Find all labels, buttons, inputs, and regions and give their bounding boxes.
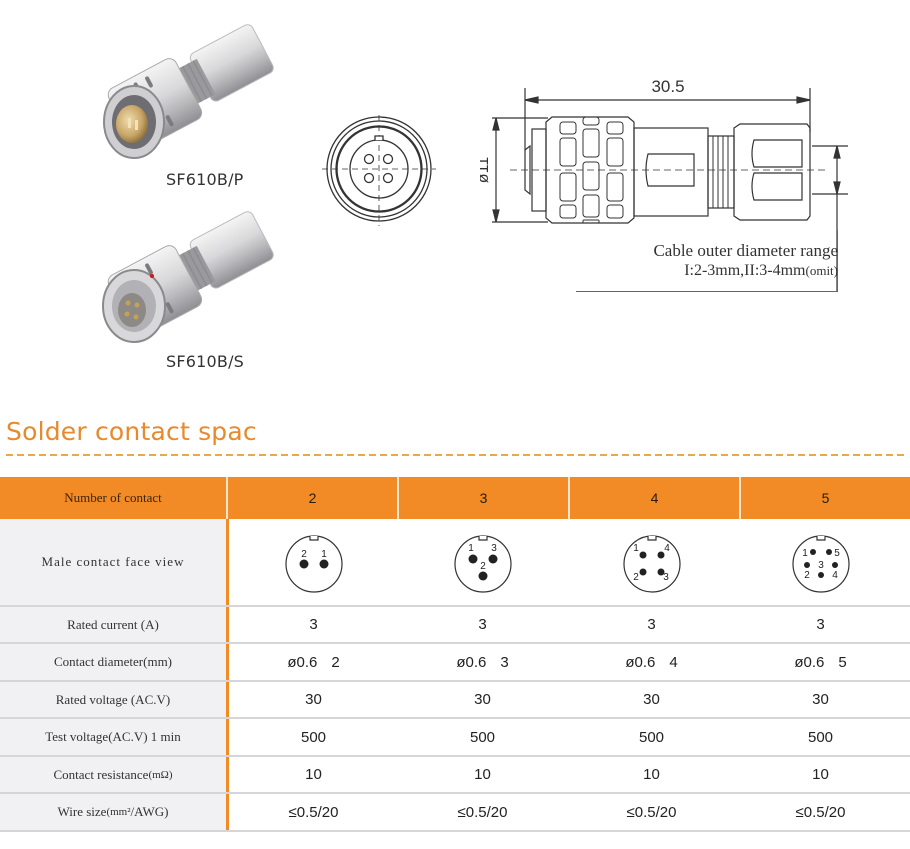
svg-text:1: 1 bbox=[321, 549, 327, 560]
contact-layout-3-icon: 1 3 2 bbox=[453, 535, 512, 593]
cable-note-line1: Cable outer diameter range bbox=[653, 241, 838, 260]
section-title: Solder contact spac bbox=[6, 417, 257, 446]
table-row-wire-size: Wire size(mm²/AWG) ≤0.5/20 ≤0.5/20 ≤0.5/… bbox=[0, 794, 910, 832]
product-photo-socket bbox=[84, 206, 294, 346]
cable-note-leader bbox=[576, 230, 838, 292]
length-dimension: 30.5 bbox=[651, 77, 684, 96]
svg-text:2: 2 bbox=[480, 561, 486, 572]
table-cell: 3 bbox=[816, 616, 825, 633]
svg-text:2: 2 bbox=[633, 572, 639, 583]
svg-text:1: 1 bbox=[633, 543, 639, 554]
table-cell: 500 bbox=[638, 728, 665, 746]
table-row-rated-current: Rated current (A) 3 3 3 3 bbox=[0, 607, 910, 644]
table-cell: 500 bbox=[300, 728, 327, 746]
spec-table: Number of contact 2 3 4 5 Male contact f… bbox=[0, 477, 910, 832]
row-label: Contact diameter(mm) bbox=[0, 644, 226, 680]
svg-text:3: 3 bbox=[491, 543, 497, 554]
table-cell: 500 bbox=[807, 728, 834, 746]
table-row-contact-resistance: Contact resistance(mΩ) 10 10 10 10 bbox=[0, 757, 910, 794]
table-cell: ≤0.5/20 bbox=[626, 803, 677, 821]
face-diagram-4pin: 1 4 2 3 bbox=[567, 519, 736, 605]
table-cell: 10 bbox=[643, 766, 660, 783]
svg-text:2: 2 bbox=[804, 570, 810, 581]
cable-diameter-note: Cable outer diameter range I:2-3mm,II:3-… bbox=[590, 241, 838, 281]
table-cell: 10 bbox=[305, 766, 322, 783]
table-cell: ≤0.5/20 bbox=[288, 803, 339, 821]
svg-text:4: 4 bbox=[832, 570, 838, 581]
table-cell: 3 bbox=[309, 616, 318, 633]
column-divider bbox=[226, 607, 229, 642]
table-cell: 30 bbox=[474, 691, 491, 708]
header-contact-4: 4 bbox=[570, 477, 739, 519]
column-divider bbox=[226, 519, 229, 605]
table-cell: 3 bbox=[647, 616, 656, 633]
table-cell: 30 bbox=[643, 691, 660, 708]
diameter-dimension: ø11 bbox=[480, 157, 492, 183]
table-cell: ≤0.5/20 bbox=[457, 803, 508, 821]
table-row-face-view: Male contact face view 2 1 1 3 2 bbox=[0, 519, 910, 607]
column-divider bbox=[226, 757, 229, 792]
column-divider bbox=[226, 644, 229, 680]
header-gap bbox=[226, 477, 228, 519]
svg-text:3: 3 bbox=[818, 560, 824, 571]
table-row-test-voltage: Test voltage(AC.V) 1 min 500 500 500 500 bbox=[0, 719, 910, 757]
table-cell: 500 bbox=[469, 728, 496, 746]
header-contact-3: 3 bbox=[399, 477, 568, 519]
header-gap bbox=[568, 477, 570, 519]
table-cell: ≤0.5/20 bbox=[795, 803, 846, 821]
svg-text:3: 3 bbox=[663, 572, 669, 583]
column-divider bbox=[226, 682, 229, 717]
svg-text:1: 1 bbox=[468, 543, 474, 554]
table-cell: 30 bbox=[305, 691, 322, 708]
face-diagram-5pin: 1 5 3 2 4 bbox=[736, 519, 905, 605]
table-cell: 3 bbox=[478, 616, 487, 633]
front-face-drawing bbox=[318, 112, 442, 241]
table-cell: 10 bbox=[474, 766, 491, 783]
row-label: Male contact face view bbox=[0, 519, 226, 605]
svg-text:4: 4 bbox=[664, 543, 670, 554]
header-gap bbox=[397, 477, 399, 519]
face-diagram-2pin: 2 1 bbox=[229, 519, 398, 605]
contact-layout-2-icon: 2 1 bbox=[284, 535, 343, 593]
table-row-rated-voltage: Rated voltage (AC.V) 30 30 30 30 bbox=[0, 682, 910, 719]
dashed-divider bbox=[6, 454, 906, 456]
row-label: Wire size(mm²/AWG) bbox=[0, 794, 226, 830]
column-divider bbox=[226, 794, 229, 830]
header-label: Number of contact bbox=[0, 477, 226, 519]
row-label: Test voltage(AC.V) 1 min bbox=[0, 719, 226, 755]
product-label-socket: SF610B/S bbox=[166, 352, 245, 371]
header-gap bbox=[739, 477, 741, 519]
product-photo-plug bbox=[84, 14, 294, 164]
table-header-row: Number of contact 2 3 4 5 bbox=[0, 477, 910, 519]
column-divider bbox=[226, 719, 229, 755]
face-diagram-3pin: 1 3 2 bbox=[398, 519, 567, 605]
svg-text:2: 2 bbox=[301, 549, 307, 560]
contact-layout-5-icon: 1 5 3 2 4 bbox=[791, 535, 850, 593]
table-cell: 30 bbox=[812, 691, 829, 708]
contact-layout-4-icon: 1 4 2 3 bbox=[622, 535, 681, 593]
row-label: Rated voltage (AC.V) bbox=[0, 682, 226, 717]
cable-note-line2: I:2-3mm,II:3-4mm(omit) bbox=[684, 262, 838, 279]
header-contact-2: 2 bbox=[228, 477, 397, 519]
table-cell: 10 bbox=[812, 766, 829, 783]
row-label: Contact resistance(mΩ) bbox=[0, 757, 226, 792]
product-label-plug: SF610B/P bbox=[166, 170, 244, 189]
svg-text:1: 1 bbox=[802, 548, 808, 559]
header-contact-5: 5 bbox=[741, 477, 910, 519]
svg-text:5: 5 bbox=[834, 548, 840, 559]
row-label: Rated current (A) bbox=[0, 607, 226, 642]
